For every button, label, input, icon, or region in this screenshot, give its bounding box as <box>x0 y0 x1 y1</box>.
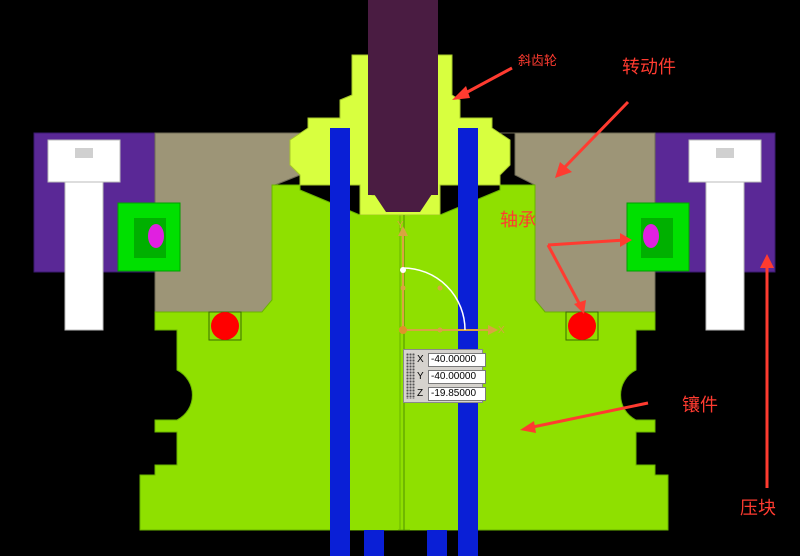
label-helical-gear: 斜齿轮 <box>518 54 558 69</box>
z-coord-label: Z <box>417 388 424 399</box>
bolt-right <box>688 139 762 331</box>
y-coord-field[interactable] <box>428 369 486 384</box>
channel-bottom-right <box>427 530 447 556</box>
x-coord-label: X <box>417 354 424 365</box>
oring-right <box>565 311 599 341</box>
arrow-gear <box>459 66 513 98</box>
label-press-block: 压块 <box>740 498 776 519</box>
label-bearing: 轴承 <box>500 210 536 231</box>
channel-left <box>330 128 350 556</box>
y-axis-label: Y <box>397 220 404 231</box>
channel-bottom-left <box>364 530 384 556</box>
bearing-left <box>117 202 181 272</box>
coordinate-triad <box>398 226 498 335</box>
y-coord-label: Y <box>417 371 424 382</box>
z-coord-field[interactable] <box>428 386 486 401</box>
coord-row-x: X <box>417 352 486 367</box>
drag-handle-icon[interactable] <box>406 353 415 399</box>
coord-row-y: Y <box>417 369 486 384</box>
oring-left <box>208 311 242 341</box>
x-axis-label: X <box>498 325 505 336</box>
arrow-bearing-1 <box>547 238 626 247</box>
coordinate-input-panel[interactable]: X Y Z <box>403 349 486 403</box>
x-coord-field[interactable] <box>428 352 486 367</box>
annotation-arrows <box>452 66 774 488</box>
label-insert: 镶件 <box>682 395 718 416</box>
coord-row-z: Z <box>417 386 486 401</box>
bearing-right <box>626 202 690 272</box>
arrow-rotating-part <box>560 100 630 172</box>
arrow-insert <box>527 401 649 430</box>
channel-right <box>458 128 478 556</box>
center-shaft-tip <box>368 185 438 212</box>
bolt-left <box>47 139 121 331</box>
arrow-bearing-2 <box>546 244 582 306</box>
channel-wall-left <box>350 215 398 530</box>
label-rotating-part: 转动件 <box>622 57 676 78</box>
center-shaft <box>368 0 438 195</box>
